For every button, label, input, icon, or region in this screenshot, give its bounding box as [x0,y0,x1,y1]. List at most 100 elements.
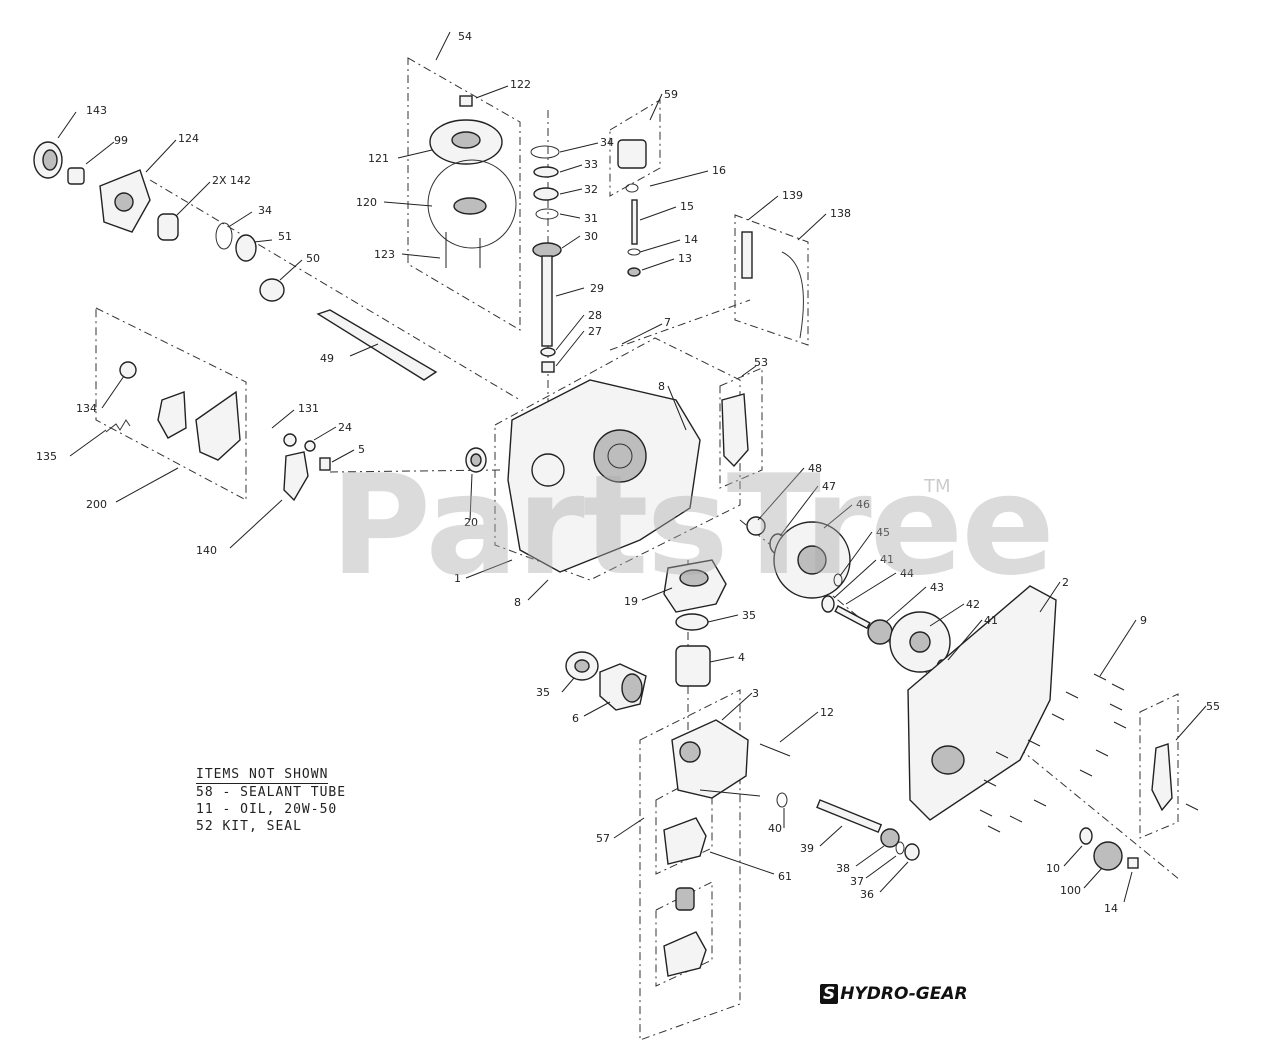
logo-text: HYDRO-GEAR [840,984,968,1004]
callout-143: 143 [86,104,107,117]
pinion-43 [867,619,893,645]
callout-131: 131 [298,402,319,415]
nut-122 [459,95,473,107]
washer-24 [304,440,316,452]
filter-61 [663,817,707,865]
washer-10 [1079,827,1093,845]
washer-16 [625,183,639,193]
callout-10: 10 [1046,862,1060,875]
callout-24: 24 [338,421,352,434]
arm-group-box [609,99,661,197]
callout-59: 59 [664,88,678,101]
leader-lines [57,31,1207,903]
callout-49: 49 [320,352,334,365]
callout-6: 6 [572,712,579,725]
brake-plate [195,390,241,461]
callout-46: 46 [856,498,870,511]
watermark: PartsTree [330,445,1055,606]
washer-33 [533,166,559,178]
control-arm-59 [617,139,647,169]
callout-121: 121 [368,152,389,165]
callout-139: 139 [782,189,803,202]
callout-55: 55 [1206,700,1220,713]
callout-16: 16 [712,164,726,177]
bearing-51 [235,234,257,262]
notes-header: ITEMS NOT SHOWN [196,767,329,784]
end-cap-3 [671,719,749,799]
notes-line: 52 KIT, SEAL [196,819,302,834]
vent-139 [741,231,753,279]
pin-131 [283,433,297,447]
callout-35-lower: 35 [536,686,550,699]
seal-13 [627,267,641,277]
callout-54: 54 [458,30,472,43]
callout-42: 42 [966,598,980,611]
spring-135 [105,419,131,433]
filter-base [663,931,707,977]
callout-30: 30 [584,230,598,243]
callout-labels: 54 122 121 120 123 143 99 124 2X 142 34 … [36,30,1220,915]
ring-37 [895,841,905,855]
brake-lever-140 [283,451,309,502]
callout-41-lower: 41 [984,614,998,627]
callout-35-upper: 35 [742,609,756,622]
callout-44: 44 [900,567,914,580]
callout-200: 200 [86,498,107,511]
callout-36: 36 [860,888,874,901]
callout-48: 48 [808,462,822,475]
vent-tube-138 [781,251,804,339]
cover-bolts-9 [979,673,1199,833]
callout-2x142: 2X 142 [212,174,251,187]
callout-100: 100 [1060,884,1081,897]
callout-38: 38 [836,862,850,875]
gear-100 [1093,841,1123,871]
callout-31: 31 [584,212,598,225]
callout-124: 124 [178,132,199,145]
shaft-44 [834,605,871,630]
callout-39: 39 [800,842,814,855]
bearing-142 [157,213,179,241]
callout-20: 20 [464,516,478,529]
callout-5: 5 [358,443,365,456]
ring-31 [535,208,559,220]
callout-99: 99 [114,134,128,147]
callout-138: 138 [830,207,851,220]
bracket-group-box [719,367,763,489]
vent-axis-line [609,299,751,351]
callout-9: 9 [1140,614,1147,627]
callout-34-axle: 34 [258,204,272,217]
washer-41 [821,595,835,613]
input-shaft-29 [541,255,553,347]
retaining-ring-34 [215,222,233,250]
callout-29: 29 [590,282,604,295]
cover-bracket-group-box [1139,693,1179,839]
callout-37: 37 [850,875,864,888]
callout-27: 27 [588,325,602,338]
nut-27 [541,361,555,373]
callout-40: 40 [768,822,782,835]
gear-48 [746,516,766,536]
bolt-12 [759,743,791,757]
items-not-shown-notes: ITEMS NOT SHOWN 58 - SEALANT TUBE 11 - O… [196,766,346,835]
seal-32 [533,187,559,201]
washer-40 [776,792,788,808]
parts [33,95,1199,977]
callout-4: 4 [738,651,745,664]
callout-8-top: 8 [658,380,665,393]
trademark-mark: TM [924,476,951,497]
nut-99 [67,167,85,185]
callout-50: 50 [306,252,320,265]
vent-group-box [734,214,809,346]
callout-45: 45 [876,526,890,539]
callout-14-shaft: 14 [684,233,698,246]
notes-line: 58 - SEALANT TUBE [196,785,347,800]
callout-15: 15 [680,200,694,213]
center-section-group-box [639,689,741,1041]
gear-38 [880,828,900,848]
cylinder-block-4 [675,645,711,687]
fan-group-box [407,57,521,331]
control-shaft-15 [631,199,638,245]
notes-line: 11 - OIL, 20W-50 [196,802,338,817]
